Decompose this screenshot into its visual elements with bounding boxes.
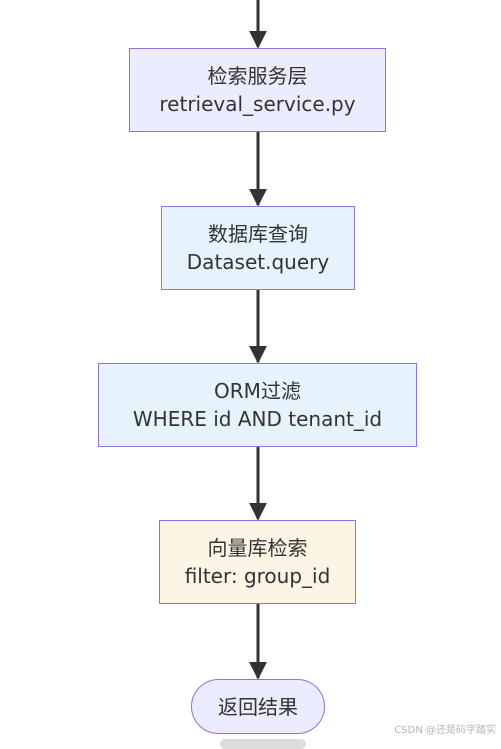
node-orm-filter: ORM过滤 WHERE id AND tenant_id <box>98 363 417 447</box>
node-dataset-query-title: 数据库查询 <box>208 222 308 246</box>
watermark: CSDN @还是码字踏实 <box>394 725 496 736</box>
node-orm-filter-title: ORM过滤 <box>214 379 301 403</box>
node-vector-search-title: 向量库检索 <box>207 536 308 560</box>
node-return-result: 返回结果 <box>191 679 325 734</box>
node-dataset-query-code: Dataset.query <box>186 250 330 274</box>
node-retrieval-service-file: retrieval_service.py <box>159 92 356 116</box>
node-retrieval-service-title: 检索服务层 <box>207 64 308 88</box>
node-retrieval-service: 检索服务层 retrieval_service.py <box>129 48 386 132</box>
node-orm-filter-condition: WHERE id AND tenant_id <box>132 407 383 431</box>
node-vector-search: 向量库检索 filter: group_id <box>159 520 356 604</box>
node-dataset-query: 数据库查询 Dataset.query <box>161 206 355 290</box>
node-return-result-label: 返回结果 <box>218 694 298 719</box>
node-vector-search-filter: filter: group_id <box>184 564 331 588</box>
next-node-edge-partial <box>220 739 306 749</box>
